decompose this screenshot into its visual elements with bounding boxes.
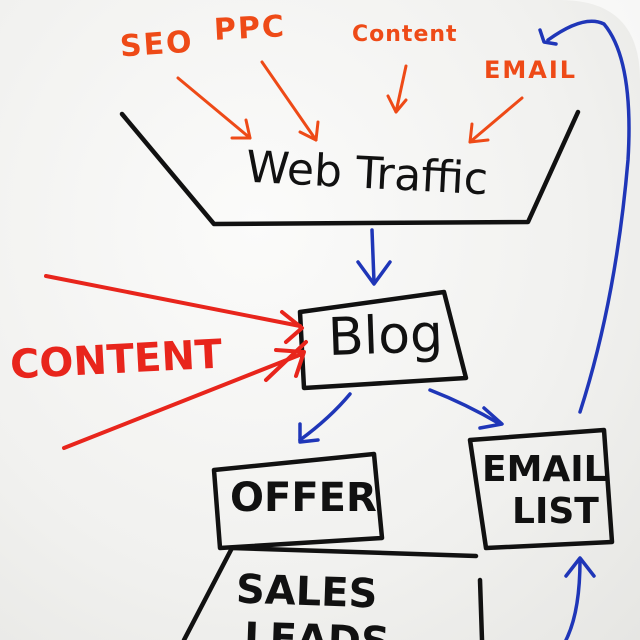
blog-to-offer-arrow <box>298 392 352 444</box>
content-top-arrow <box>386 64 408 114</box>
blog-label: Blog <box>326 304 444 368</box>
email-list-box <box>467 427 615 551</box>
web-traffic-funnel <box>119 109 581 227</box>
content-arrow-top <box>44 274 304 344</box>
email-label: EMAIL <box>484 56 578 84</box>
sales-leads-line2: LEADS <box>243 614 391 640</box>
funnel-to-blog-arrow <box>356 228 392 286</box>
email-list-line1: EMAIL <box>482 449 607 490</box>
content-arrow-bottom <box>62 340 308 450</box>
seo-arrow <box>176 76 252 140</box>
offer-box <box>211 451 385 551</box>
seo-label: SEO <box>118 24 195 65</box>
sales-leads-funnel <box>181 545 485 640</box>
web-traffic-label: Web Traffic <box>244 141 490 206</box>
sales-leads-line1: SALES <box>235 566 379 618</box>
blog-to-email-list-arrow <box>428 388 504 430</box>
content-left-label: CONTENT <box>8 331 224 389</box>
blog-box <box>297 289 469 391</box>
email-arrow <box>468 96 524 144</box>
ppc-arrow <box>260 60 320 142</box>
offer-label: OFFER <box>230 475 377 521</box>
ppc-label: PPC <box>213 9 287 48</box>
email-list-line2: LIST <box>512 491 599 532</box>
email-list-loop-arrow <box>538 19 631 414</box>
leads-to-email-list-arrow <box>564 556 596 640</box>
content-top-label: Content <box>352 22 458 47</box>
